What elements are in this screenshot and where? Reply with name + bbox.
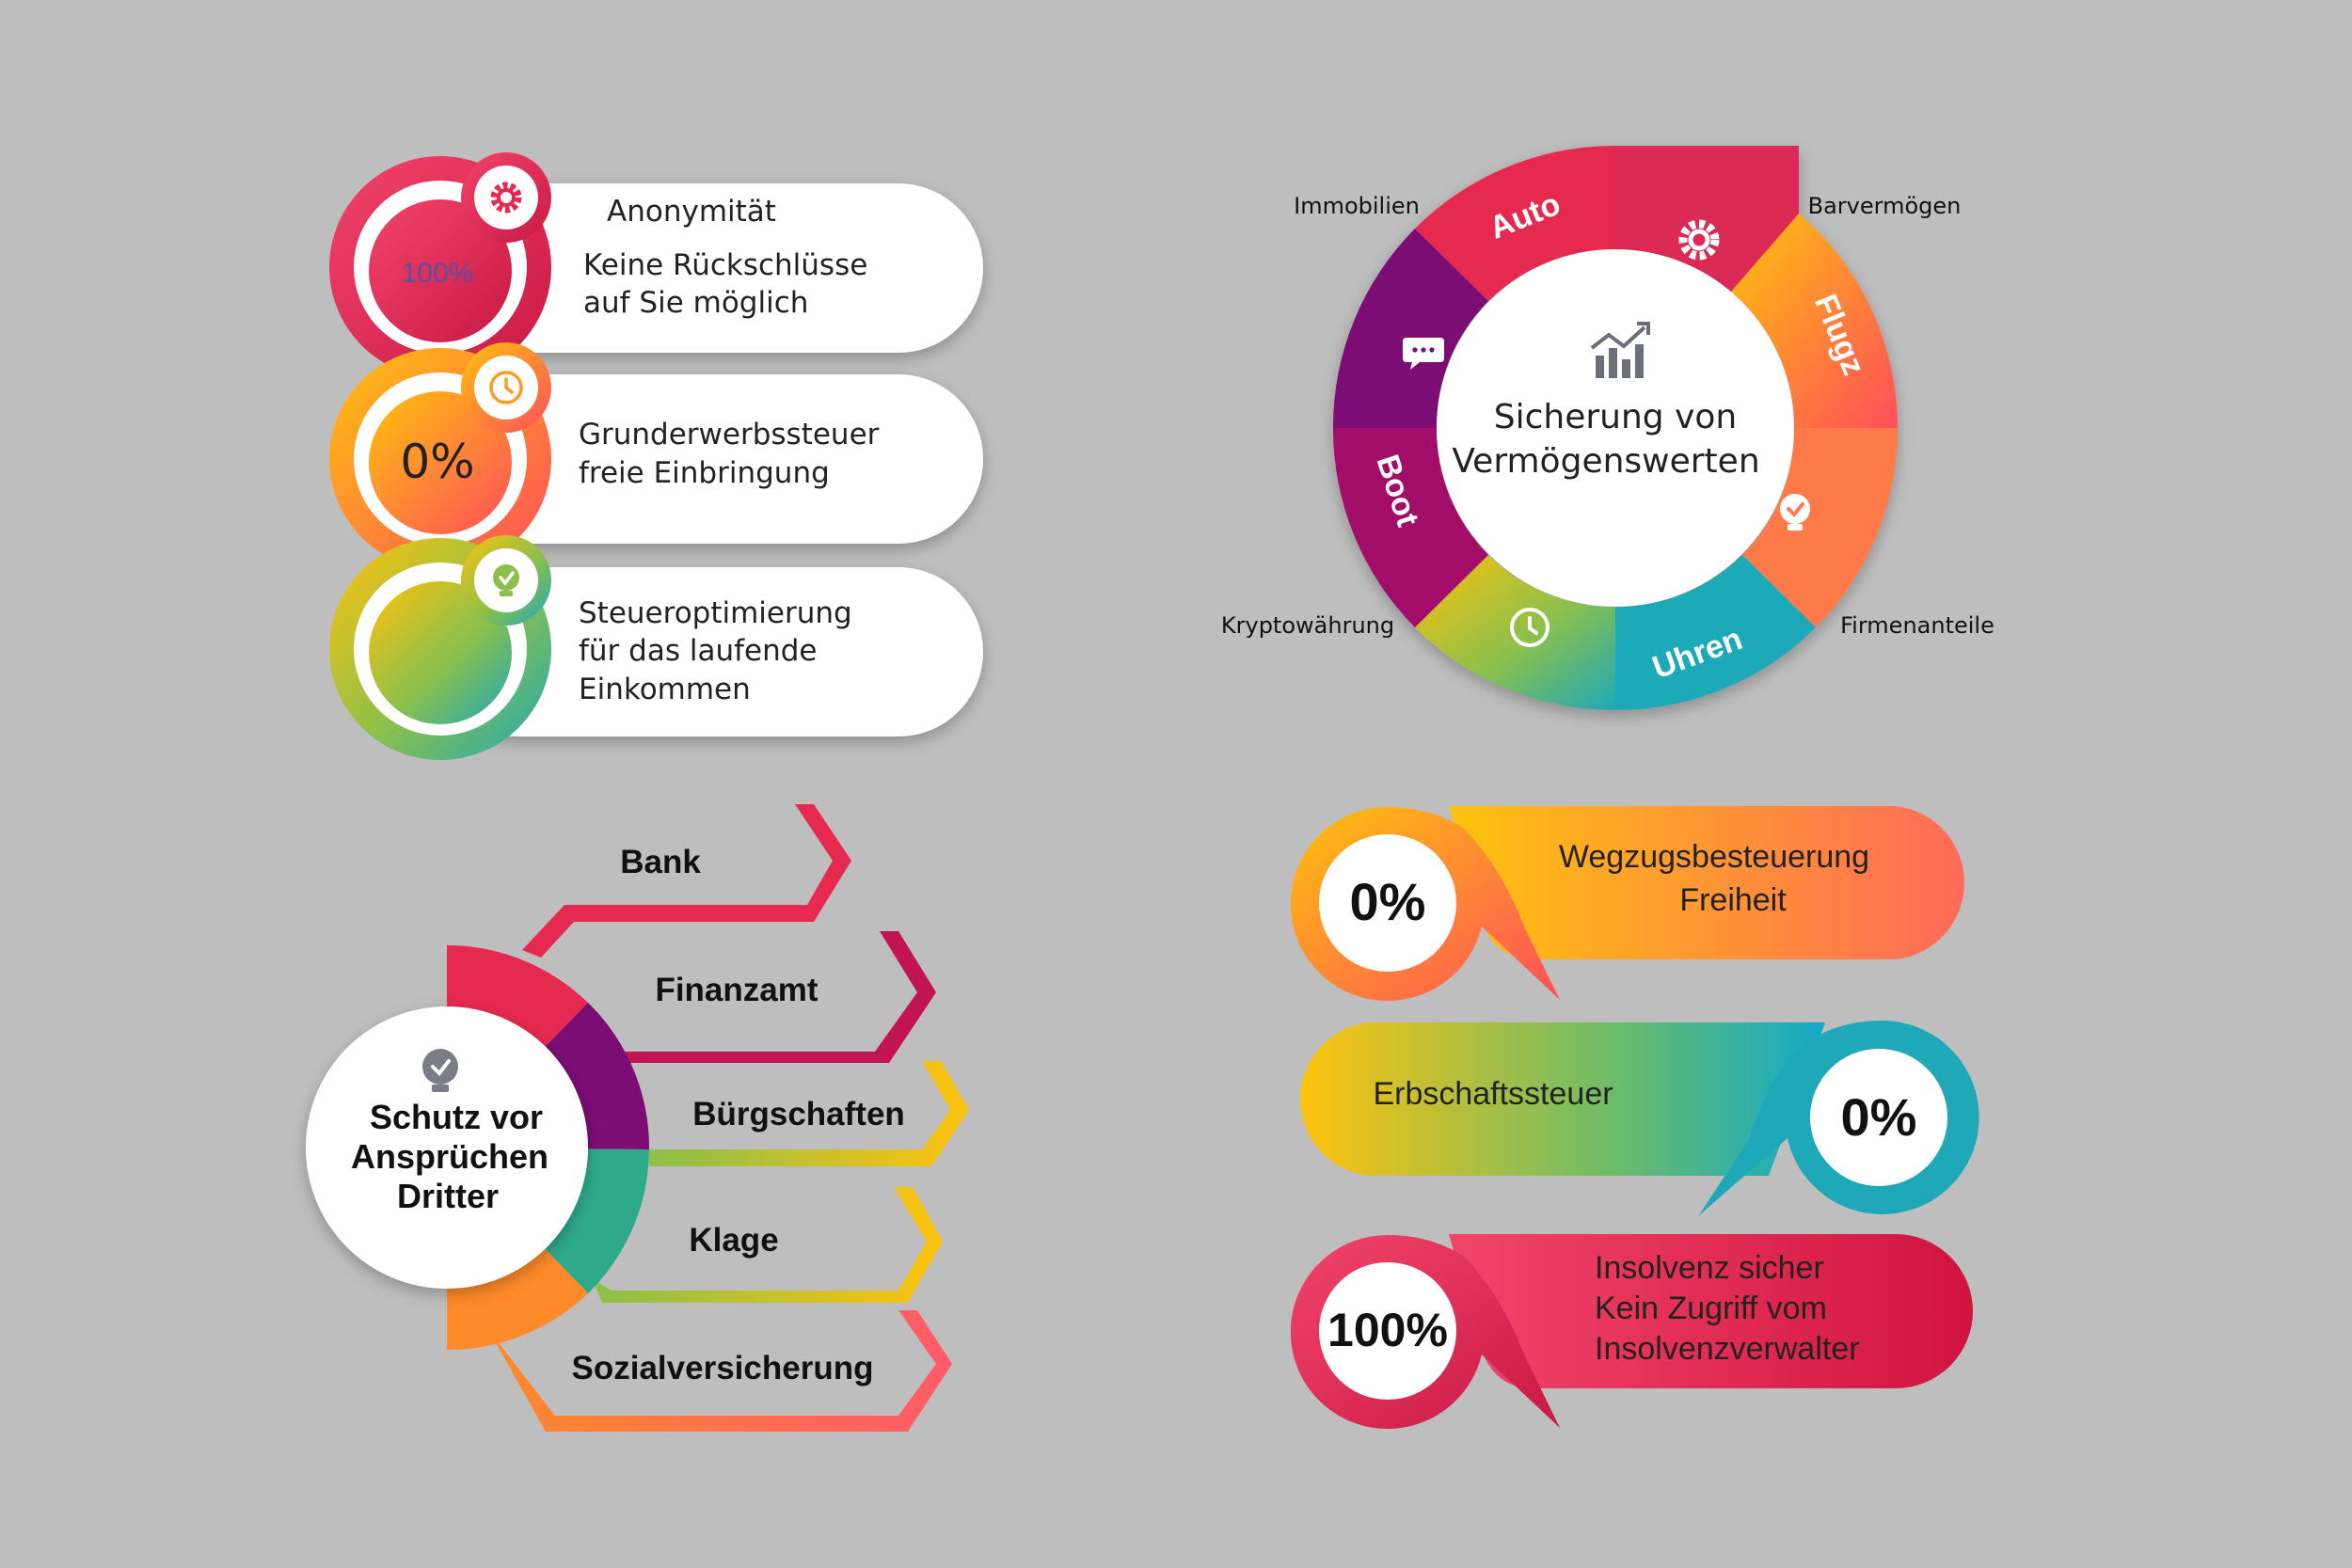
bottom-left-panel: Schutz vor Ansprüchen Dritter Bank Finan… [306,804,969,1432]
outer-label-firmenanteile: Firmenanteile [1840,612,1994,639]
arrow-klage [593,1187,943,1303]
item-badge-circle [369,391,512,534]
item-title: Anonymität [607,195,776,229]
item-badge-circle [1810,1049,1947,1186]
wheel-segment-boot [1332,428,1488,627]
center-line1: Schutz vor [370,1098,543,1136]
outer-label-immobilien: Immobilien [1294,193,1420,219]
gear-icon [490,182,522,214]
lightbulb-check-icon [422,1049,458,1092]
item-line1: Insolvenz sicher [1595,1250,1824,1286]
wheel-center [1437,249,1794,607]
item-line2: auf Sie möglich [583,286,808,320]
wheel-segment-uhren [1615,555,1816,711]
list-item: 100% Anonymität Keine Rückschlüsse auf S… [329,152,983,378]
outer-label-barvermoegen: Barvermögen [1808,193,1962,219]
clock-icon [489,371,523,404]
arrow-label-buergschaften: Bürgschaften [692,1096,905,1132]
item-card [433,567,983,736]
item-line2: für das laufende [579,634,817,668]
wheel-segment-top [1415,145,1615,301]
arrow-label-bank: Bank [620,844,701,880]
clock-icon [1510,608,1549,647]
item-line3: Einkommen [579,673,751,706]
wheel [1332,145,1899,711]
center-line2: Ansprüchen [351,1137,548,1176]
gear-icon [1678,219,1720,261]
lightbulb-check-icon [1780,494,1810,531]
list-item: 0% Wegzugsbesteuerung Freiheit [1290,806,1964,1001]
item-badge: 100% [402,258,474,289]
lightbulb-check-icon [493,564,519,596]
item-card [433,183,983,353]
wheel-segment-firmenanteile [1742,428,1899,627]
wheel-segment-immobilien [1332,229,1488,428]
item-line1: Steueroptimierung [579,596,852,630]
item-card [433,374,983,544]
item-line1: Wegzugsbesteuerung [1559,839,1869,875]
arrow-finanzamt [602,931,936,1063]
item-line1: Erbschaftssteuer [1373,1076,1613,1112]
item-line1: Keine Rückschlüsse [583,248,867,282]
item-bar [1449,806,1964,959]
chat-icon [1403,338,1444,370]
wheel-center-line2: Vermögenswerten [1452,442,1759,481]
list-item: 0% Erbschaftssteuer [1300,1020,1979,1216]
wheel-segment-flugz [1731,214,1898,428]
outer-label-kryptowaehrung: Kryptowährung [1221,612,1394,639]
list-item: 0% Grunderwerbssteuer freie Einbringung [329,342,983,570]
item-badge-circle [1319,1262,1456,1400]
center-line3: Dritter [397,1177,499,1215]
item-bar [1449,1234,1973,1388]
top-left-panel: 100% Anonymität Keine Rückschlüsse auf S… [329,152,983,760]
wheel-center-line1: Sicherung von [1494,398,1738,436]
item-badge: 0% [1841,1087,1917,1147]
center-circle [306,1006,588,1289]
list-item: 100% Insolvenz sicher Kein Zugriff vom I… [1290,1234,1973,1429]
top-right-panel: Auto Flugz Uhren Boot [1221,145,1994,711]
wheel-segment-kryptowaehrung [1415,555,1615,711]
arrow-label-finanzamt: Finanzamt [655,972,818,1008]
arrow-bank [522,804,851,958]
item-badge-circle [1319,834,1456,972]
item-line2: Kein Zugriff vom [1595,1291,1827,1326]
item-badge: 0% [1350,872,1426,931]
item-line2: Freiheit [1679,882,1787,918]
item-badge-circle [369,199,512,342]
item-bar [1300,1022,1825,1176]
item-badge: 100% [1327,1304,1448,1356]
item-badge: 0% [400,435,474,489]
list-item: Steueroptimierung für das laufende Einko… [329,535,983,760]
item-line3: Insolvenzverwalter [1595,1331,1860,1367]
arrow-buergschaften [649,1061,969,1166]
arrow-label-klage: Klage [689,1222,778,1259]
arrow-sozialversicherung [489,1310,952,1432]
arrow-label-sozialversicherung: Sozialversicherung [572,1350,874,1386]
item-line2: freie Einbringung [579,456,830,490]
growth-chart-icon [1590,322,1650,378]
item-badge-circle [369,581,512,724]
bottom-right-panel: 0% Wegzugsbesteuerung Freiheit 0% Erbsch… [1290,806,1979,1429]
item-line1: Grunderwerbssteuer [579,418,880,451]
